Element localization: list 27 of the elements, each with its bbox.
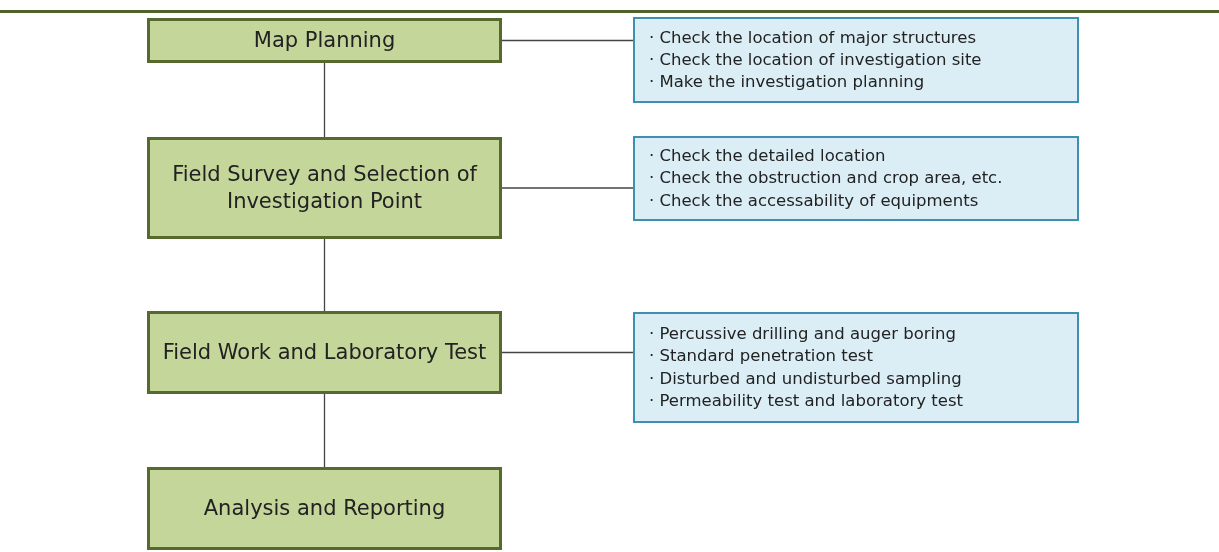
bullet-item: · Check the location of major structures bbox=[649, 26, 978, 49]
bullet-item: · Permeability test and laboratory test bbox=[649, 389, 964, 412]
step-label: Map Planning bbox=[253, 26, 396, 54]
bullet-item: · Check the location of investigation site bbox=[649, 48, 983, 71]
note-box bbox=[633, 17, 1079, 103]
step-label: Field Survey and Selection of Investigation Point bbox=[171, 160, 479, 215]
bullet-item: · Percussive drilling and auger boring bbox=[649, 322, 958, 345]
note-box bbox=[633, 136, 1079, 221]
bullet-item: · Disturbed and undisturbed sampling bbox=[649, 367, 963, 390]
bullet-item: · Check the accessability of equipments bbox=[649, 189, 980, 212]
process-box bbox=[147, 137, 502, 239]
process-box bbox=[147, 311, 502, 394]
bullet-item: · Make the investigation planning bbox=[649, 71, 926, 94]
process-box bbox=[147, 467, 502, 550]
connector-line bbox=[323, 238, 326, 312]
step-label: Analysis and Reporting bbox=[203, 494, 446, 522]
note-box bbox=[633, 312, 1079, 423]
connector-line bbox=[501, 187, 634, 189]
bullet-item: · Standard penetration test bbox=[649, 345, 874, 368]
connector-line bbox=[501, 39, 634, 42]
connector-line bbox=[501, 351, 634, 354]
connector-line bbox=[323, 393, 326, 468]
step-label: Field Work and Laboratory Test bbox=[162, 338, 487, 366]
bullet-item: · Check the detailed location bbox=[649, 145, 887, 168]
process-box bbox=[147, 18, 502, 63]
bullet-item: · Check the obstruction and crop area, etc. bbox=[649, 167, 1004, 190]
connector-line bbox=[323, 62, 326, 138]
